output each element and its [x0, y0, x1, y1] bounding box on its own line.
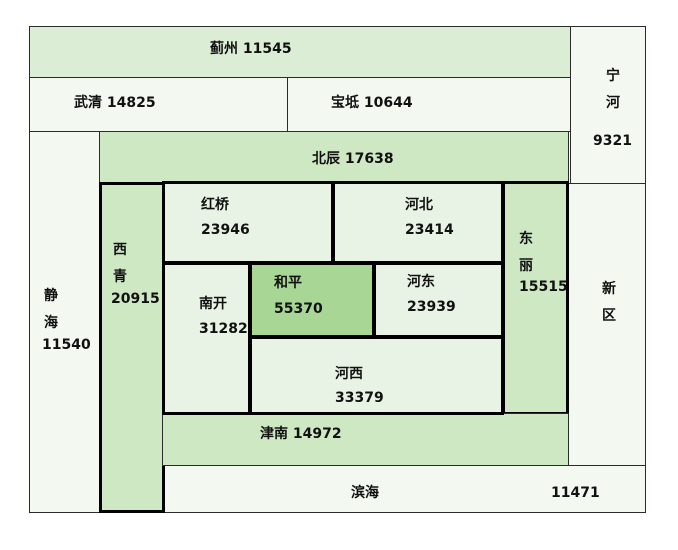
region-ninghe: 宁 河 9321 — [570, 26, 646, 184]
region-nankai: 南开 31282 — [162, 262, 251, 415]
region-hebei: 河北 23414 — [332, 181, 504, 264]
region-dongli: 东 丽 15515 — [502, 181, 569, 415]
region-xinqu: 新 区 — [567, 183, 646, 466]
region-value: 11471 — [551, 485, 600, 501]
region-value: 23946 — [201, 222, 250, 238]
region-value: 55370 — [274, 301, 323, 317]
region-label: 宁 河 — [606, 68, 620, 111]
region-value: 23414 — [405, 222, 454, 238]
region-label: 和平 — [274, 275, 302, 291]
region-label: 红桥 — [201, 197, 229, 213]
region-label: 河西 — [335, 366, 363, 382]
region-value: 31282 — [199, 321, 248, 337]
region-heping: 和平 55370 — [249, 262, 375, 338]
region-label: 西 青 — [113, 242, 127, 285]
region-value: 33379 — [335, 390, 384, 406]
region-label: 北辰 17638 — [312, 151, 394, 167]
region-label: 河北 — [405, 197, 433, 213]
region-baodi: 宝坻 10644 — [287, 77, 571, 132]
region-label: 新 区 — [602, 281, 616, 324]
region-binhai: 滨海 11471 — [162, 465, 646, 513]
region-label: 武清 14825 — [74, 95, 156, 111]
region-value: 9321 — [593, 133, 632, 149]
region-jinghai: 静 海 11540 — [29, 131, 100, 513]
region-hedong: 河东 23939 — [373, 262, 504, 338]
region-label: 蓟州 11545 — [210, 41, 292, 57]
region-value: 20915 — [111, 291, 160, 307]
region-hongqiao: 红桥 23946 — [162, 181, 334, 264]
region-label: 南开 — [199, 296, 227, 312]
region-label: 宝坻 10644 — [331, 95, 413, 111]
region-jinnan: 津南 14972 — [162, 413, 569, 466]
region-label: 静 海 — [44, 288, 58, 331]
region-hexi: 河西 33379 — [249, 336, 504, 415]
region-jizhou: 蓟州 11545 — [29, 26, 571, 78]
region-label: 东 丽 — [519, 231, 533, 274]
region-label: 河东 — [407, 274, 435, 290]
region-beichen: 北辰 17638 — [99, 131, 569, 184]
region-label: 津南 14972 — [260, 426, 342, 442]
region-label: 滨海 — [351, 485, 379, 501]
region-value: 15515 — [519, 279, 568, 295]
region-value: 23939 — [407, 299, 456, 315]
region-xiqing: 西 青 20915 — [99, 182, 165, 513]
region-wuqing: 武清 14825 — [29, 77, 288, 132]
region-value: 11540 — [42, 337, 91, 353]
